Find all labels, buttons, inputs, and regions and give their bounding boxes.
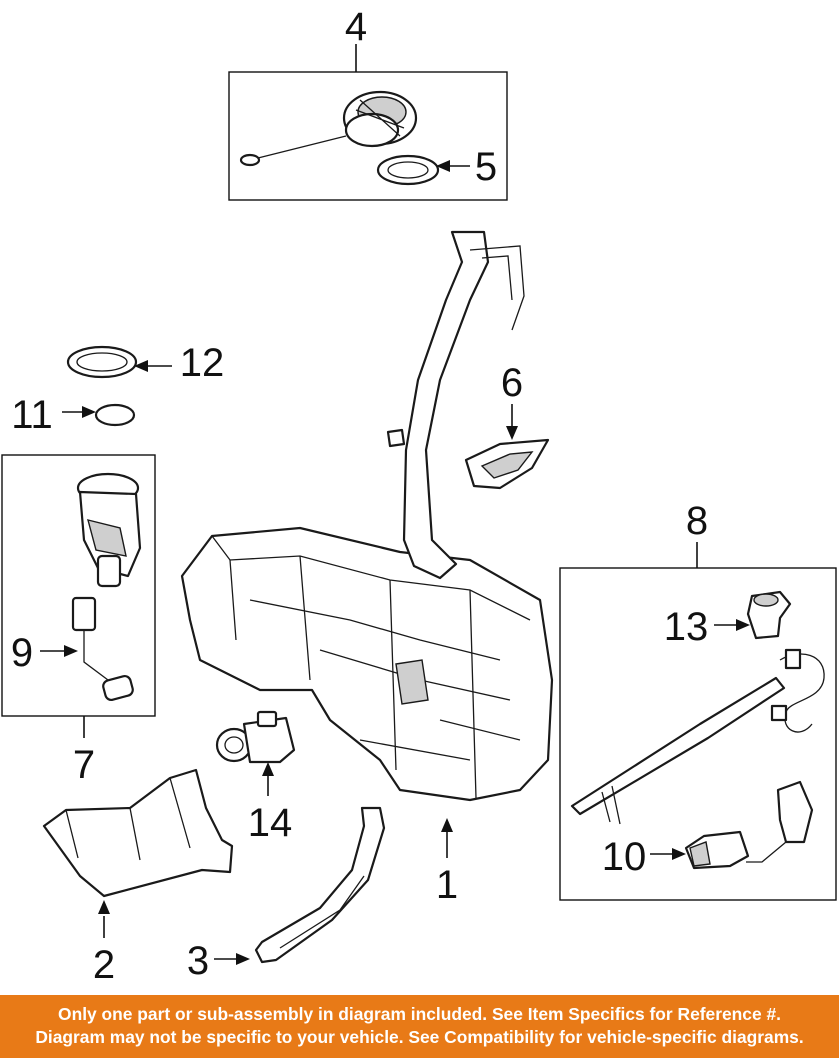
fuel-system-parts-diagram: 1 2 3 4 5 6 7 8 9 10 11 12 13 14 bbox=[1, 5, 837, 987]
callout-1: 1 bbox=[436, 863, 458, 907]
check-valve bbox=[215, 710, 296, 764]
disclaimer-banner: Only one part or sub-assembly in diagram… bbox=[0, 995, 839, 1058]
fuel-pump-module bbox=[76, 472, 142, 588]
callout-8: 8 bbox=[686, 499, 708, 543]
callout-10: 10 bbox=[602, 835, 647, 879]
callout-14: 14 bbox=[248, 801, 293, 845]
callout-7: 7 bbox=[73, 743, 95, 787]
callout-4: 4 bbox=[345, 5, 367, 49]
vapor-lines bbox=[570, 648, 825, 825]
fuel-level-sender bbox=[71, 596, 134, 702]
fuel-tank bbox=[180, 526, 554, 802]
callout-9: 9 bbox=[11, 631, 33, 675]
fuel-pump-group-box bbox=[1, 454, 156, 717]
callout-13: 13 bbox=[664, 605, 709, 649]
callout-6: 6 bbox=[501, 361, 523, 405]
disclaimer-line-2: Diagram may not be specific to your vehi… bbox=[35, 1027, 804, 1047]
fuel-filler-pipe bbox=[386, 230, 525, 580]
callout-2: 2 bbox=[93, 943, 115, 987]
callout-11: 11 bbox=[11, 393, 53, 437]
callout-3: 3 bbox=[187, 939, 209, 983]
callout-5: 5 bbox=[475, 145, 497, 189]
vapor-group-box bbox=[559, 567, 837, 901]
filler-heat-shield bbox=[464, 438, 550, 490]
pump-seal bbox=[94, 403, 136, 427]
fuel-cap bbox=[239, 90, 418, 167]
underbody-shield bbox=[42, 768, 234, 898]
evap-canister-sensor bbox=[684, 780, 814, 870]
fuel-cap-seal bbox=[376, 154, 440, 186]
vent-valve bbox=[746, 590, 792, 640]
lock-ring-gasket bbox=[66, 345, 138, 379]
fuel-cap-group-box bbox=[228, 71, 508, 201]
tank-strap bbox=[254, 806, 386, 964]
disclaimer-line-1: Only one part or sub-assembly in diagram… bbox=[58, 1004, 781, 1024]
callout-12: 12 bbox=[180, 341, 225, 385]
